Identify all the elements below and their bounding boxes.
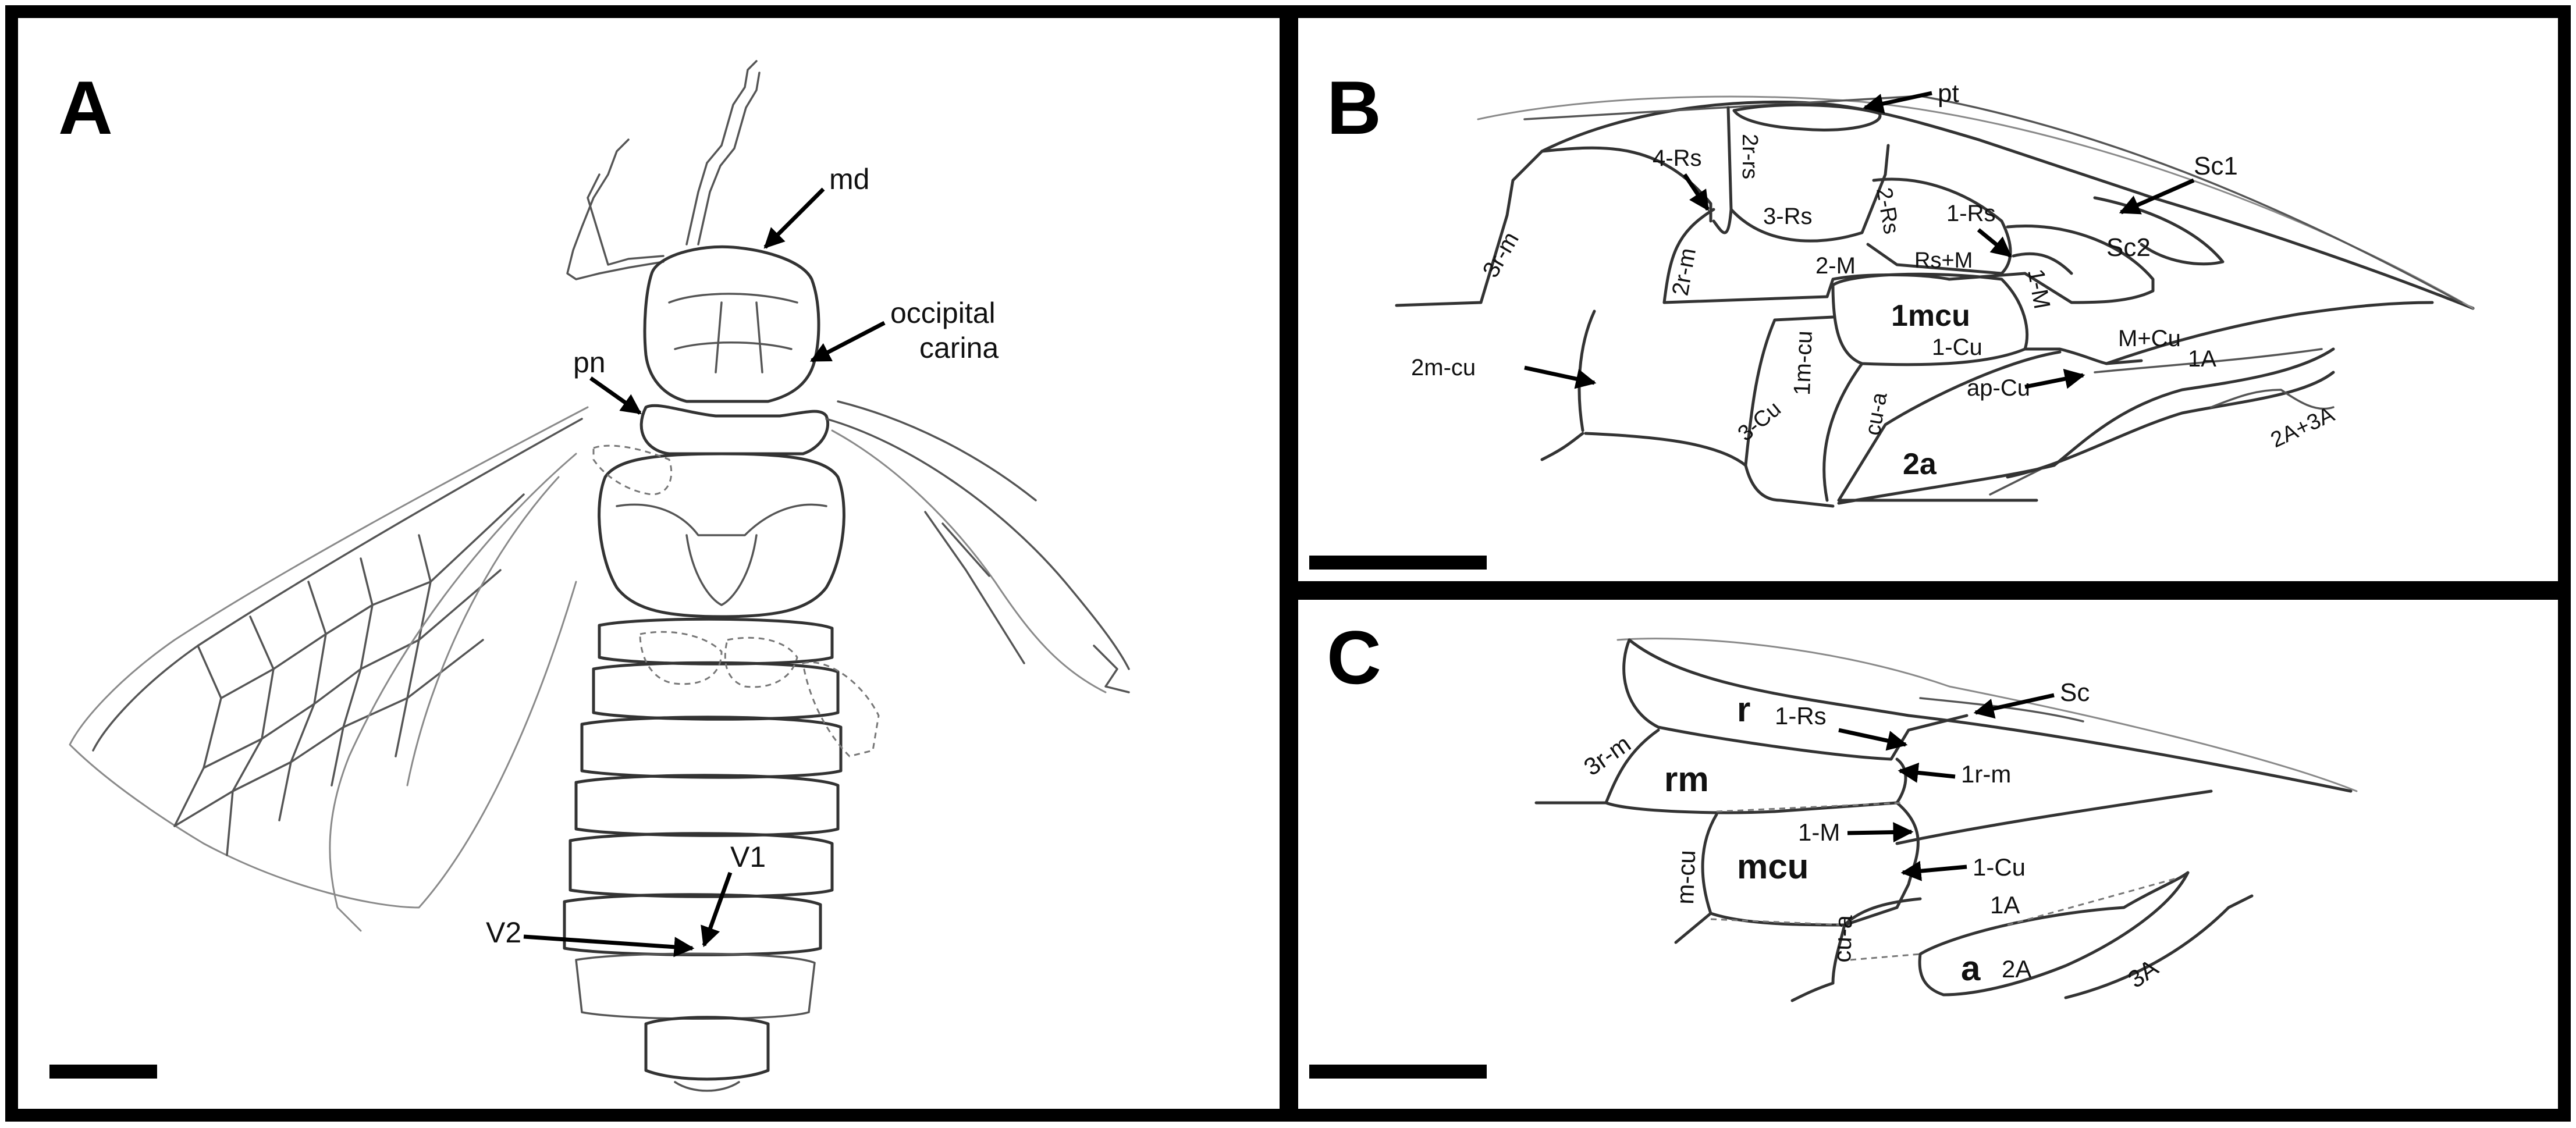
insect-drawing bbox=[69, 60, 1130, 1092]
label-c-rm: rm bbox=[1664, 760, 1709, 799]
arrow-v1 bbox=[701, 871, 733, 948]
label-c-r: r bbox=[1737, 690, 1750, 729]
label-2m-cu: 2m-cu bbox=[1411, 355, 1476, 380]
arrow-occipital bbox=[809, 321, 886, 363]
arrow-c-1rm bbox=[1898, 762, 1956, 783]
label-2r-rs: 2r-rs bbox=[1738, 134, 1762, 179]
arrow-c-1cu bbox=[1900, 860, 1967, 881]
arrow-apcu bbox=[2024, 369, 2085, 389]
label-2m: 2-M bbox=[1815, 253, 1856, 279]
label-mcu: M+Cu bbox=[2118, 326, 2181, 351]
panel-label-a: A bbox=[58, 65, 113, 150]
label-1rs: 1-Rs bbox=[1946, 201, 1995, 226]
scale-bar-b bbox=[1309, 556, 1487, 570]
scale-bar-a bbox=[49, 1065, 157, 1079]
arrow-v2 bbox=[523, 934, 695, 958]
arrow-pn bbox=[589, 376, 642, 415]
label-4rs: 4-Rs bbox=[1653, 145, 1701, 171]
label-c-mcu: mcu bbox=[1737, 847, 1808, 886]
label-1m-cu: 1m-cu bbox=[1789, 330, 1817, 396]
panel-label-b: B bbox=[1327, 65, 1381, 150]
arrow-c-1rs bbox=[1838, 728, 1908, 751]
wing-c-drawing bbox=[1534, 638, 2358, 1002]
label-apcu: ap-Cu bbox=[1967, 375, 2030, 401]
label-sc1: Sc1 bbox=[2194, 152, 2238, 180]
label-sc2: Sc2 bbox=[2106, 233, 2151, 262]
label-c-mcu-vein: m-cu bbox=[1671, 849, 1700, 905]
scale-bar-c bbox=[1309, 1065, 1487, 1079]
label-2a: 2a bbox=[1903, 447, 1937, 481]
arrow-2m-cu bbox=[1524, 365, 1597, 389]
forewing-b-drawing bbox=[1395, 95, 2475, 508]
label-c-2a: 2A bbox=[2002, 955, 2031, 983]
label-v2: V2 bbox=[486, 916, 521, 949]
label-occipital: occipital bbox=[890, 297, 996, 329]
label-c-a: a bbox=[1961, 949, 1981, 988]
label-c-sc: Sc bbox=[2060, 678, 2090, 707]
label-c-1cu: 1-Cu bbox=[1973, 853, 2026, 881]
label-c-cua: cu-a bbox=[1828, 914, 1857, 963]
label-c-1rs: 1-Rs bbox=[1775, 702, 1827, 730]
arrow-pt bbox=[1863, 91, 1932, 114]
label-c-1rm: 1r-m bbox=[1961, 760, 2011, 788]
arrow-md bbox=[763, 187, 825, 249]
label-c-1m: 1-M bbox=[1798, 819, 1840, 846]
label-c-1a: 1A bbox=[1990, 891, 2020, 919]
label-1a: 1A bbox=[2188, 346, 2216, 372]
label-1cu: 1-Cu bbox=[1932, 335, 1982, 360]
label-3rs: 3-Rs bbox=[1763, 204, 1812, 229]
label-md: md bbox=[829, 163, 869, 195]
arrow-1rs bbox=[1977, 228, 2012, 258]
label-pn: pn bbox=[573, 346, 606, 379]
label-rsm: Rs+M bbox=[1914, 248, 1973, 273]
arrow-c-sc bbox=[1973, 693, 2055, 719]
arrow-c-1m bbox=[1847, 822, 1914, 843]
label-carina: carina bbox=[919, 332, 999, 364]
arrow-sc1 bbox=[2119, 178, 2195, 215]
label-1mcu: 1mcu bbox=[1891, 299, 1970, 333]
label-v1: V1 bbox=[730, 841, 766, 873]
arrow-4rs bbox=[1683, 173, 1710, 211]
panel-label-c: C bbox=[1327, 615, 1381, 700]
panel-c-frame bbox=[1285, 587, 2571, 1122]
label-pt: pt bbox=[1938, 79, 1959, 108]
